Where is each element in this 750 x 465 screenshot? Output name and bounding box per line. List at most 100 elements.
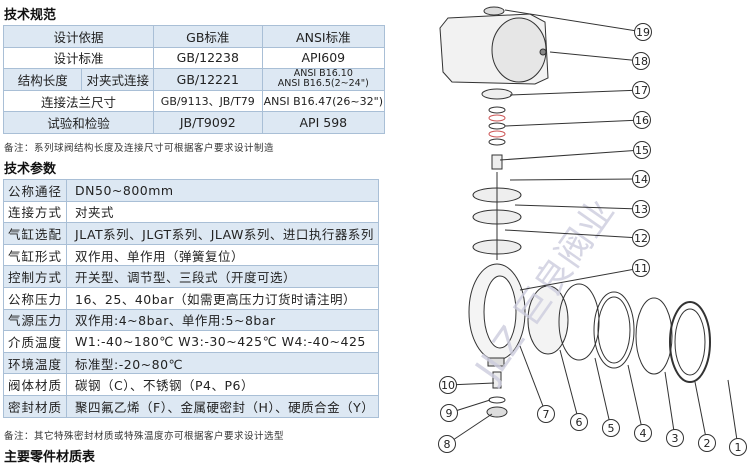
param-value: DN50~800mm [66, 179, 380, 202]
param-label: 公称压力 [2, 286, 68, 310]
callout-number: 16 [635, 114, 649, 127]
param-label: 控制方式 [2, 265, 68, 288]
params-note: 备注：其它特殊密封材质或特殊温度亦可根据客户要求设计选型 [4, 431, 285, 442]
leader-line [504, 9, 644, 33]
callout-circle [438, 435, 456, 453]
callout-circle [537, 405, 555, 423]
cell: 设计依据 [3, 25, 154, 48]
spec-note: 备注：系列球阀结构长度及连接尺寸可根据客户要求设计制造 [4, 143, 275, 154]
leader-line [549, 51, 642, 62]
param-label: 连接方式 [2, 200, 68, 224]
cell: 连接法兰尺寸 [3, 89, 154, 113]
leader-line [694, 381, 708, 444]
param-value: 双作用:4~8bar、单作用:5~8bar [66, 308, 380, 332]
param-label: 环境温度 [2, 351, 68, 375]
param-value: 16、25、40bar（如需更高压力订货时请注明） [66, 286, 380, 310]
callout-number: 8 [444, 438, 451, 451]
param-value: 双作用、单作用（弹簧复位） [66, 243, 380, 267]
cell: 对夹式连接 [81, 68, 154, 91]
leader-line [559, 349, 580, 423]
param-label: 气缸形式 [2, 243, 68, 267]
leader-line [627, 364, 644, 434]
cell: 设计标准 [3, 46, 154, 70]
callout-circle [632, 229, 650, 247]
cell: JB/T9092 [152, 111, 263, 134]
callout-number: 2 [704, 437, 711, 450]
leader-line [514, 204, 642, 210]
table-row: 密封材质聚四氟乙烯（F）、金属硬密封（H）、硬质合金（Y） [2, 394, 380, 418]
param-value: 开关型、调节型、三段式（开度可选） [66, 265, 380, 288]
callout-circle [729, 438, 747, 456]
param-label: 密封材质 [2, 394, 68, 418]
cell: 试验和检验 [3, 111, 154, 134]
callout-number: 13 [634, 203, 648, 216]
leader-line [727, 379, 739, 448]
leader-line [664, 371, 676, 439]
cell: GB标准 [152, 25, 263, 48]
callout-number: 11 [634, 262, 648, 275]
callout-number: 10 [441, 379, 455, 392]
callout-circle [698, 434, 716, 452]
spec-title: 技术规范 [4, 8, 57, 23]
leader-line [446, 413, 493, 445]
cell: GB/12221 [152, 68, 263, 91]
callout-circle [602, 419, 620, 437]
leader-line [519, 267, 642, 291]
callout-number: 9 [446, 407, 453, 420]
actuator [439, 6, 549, 85]
callout-number: 15 [635, 144, 649, 157]
callout-circle [666, 429, 684, 447]
callout-number: 7 [543, 408, 550, 421]
callout-number: 4 [640, 427, 647, 440]
param-value: 标准型:-20~80℃ [66, 351, 380, 375]
valve-body [468, 263, 526, 418]
leader-line [594, 357, 612, 429]
table-row: 控制方式开关型、调节型、三段式（开度可选） [2, 265, 380, 288]
callout-number: 12 [634, 232, 648, 245]
callout-circle [634, 23, 652, 41]
cell-line: ANSI B16.5(2~24") [277, 78, 369, 90]
callout-circle [632, 81, 650, 99]
callout-number: 5 [608, 422, 615, 435]
param-label: 阀体材质 [2, 373, 68, 396]
cell: ANSI标准 [261, 25, 386, 48]
callout-circle [632, 52, 650, 70]
cell: GB/12238 [152, 46, 263, 70]
cell-line: ANSI B16.10 [293, 68, 353, 80]
param-value: W1:-40~180℃ W3:-30~425℃ W4:-40~425 [66, 330, 380, 353]
callout-circle [570, 413, 588, 431]
param-label: 公称通径 [2, 179, 68, 202]
callout-circle [632, 200, 650, 218]
param-label: 气源压力 [2, 308, 68, 332]
seals [527, 283, 711, 383]
leader-line [504, 119, 643, 127]
leader-line [509, 178, 642, 181]
callout-circle [632, 259, 650, 277]
param-value: JLAT系列、JLGT系列、JLAW系列、进口执行器系列 [66, 222, 380, 245]
param-label: 气缸选配 [2, 222, 68, 245]
leader-line [519, 345, 547, 415]
callout-circle [634, 424, 652, 442]
cell: GB/9113、JB/T79 [152, 89, 263, 113]
table-row: 气源压力双作用:4~8bar、单作用:5~8bar [2, 308, 380, 332]
cell: API 598 [261, 111, 386, 134]
leader-line [509, 89, 642, 96]
callout-number: 19 [636, 26, 650, 39]
callout-number: 3 [672, 432, 679, 445]
callout-number: 6 [576, 416, 583, 429]
parts-title: 主要零件材质表 [4, 450, 96, 465]
callout-circle [439, 376, 457, 394]
table-row: 气缸形式双作用、单作用（弹簧复位） [2, 243, 380, 267]
leader-line [499, 149, 643, 161]
param-value: 碳钢（C）、不锈钢（P4、P6） [66, 373, 380, 396]
